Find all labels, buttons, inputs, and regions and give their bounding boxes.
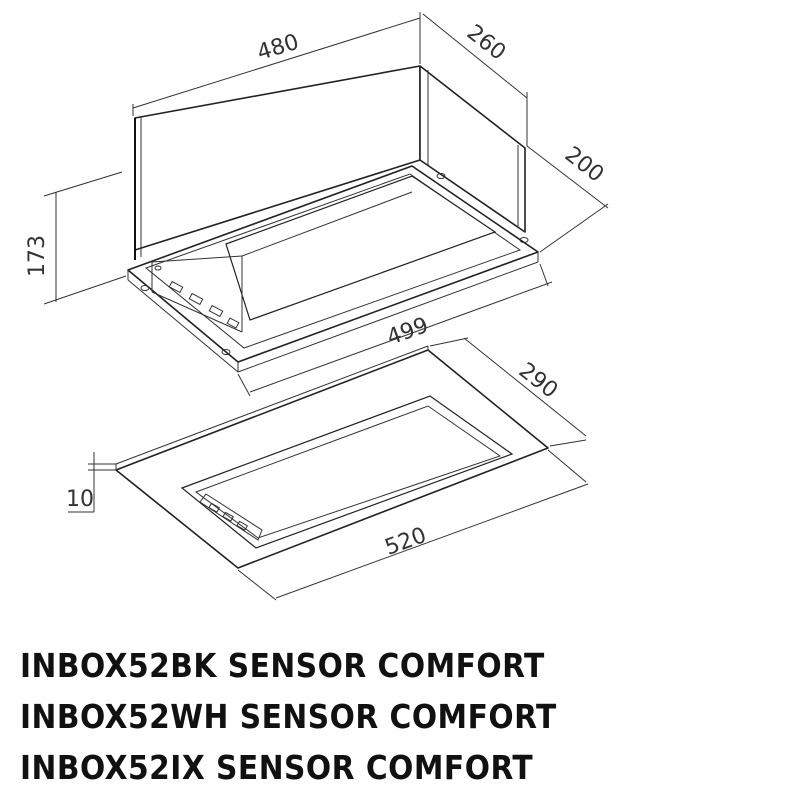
connector-slot [168,280,184,294]
dimension-lines [43,12,609,601]
model-list: INBOX52BK SENSOR COMFORT INBOX52WH SENSO… [20,640,780,793]
housing-right-wall [419,65,526,233]
dim-height-right: 200 [560,142,608,188]
connector-slot [226,317,240,329]
mounting-hole [140,285,150,291]
connector-slot [208,304,224,318]
hood-housing [127,65,539,373]
hood-front-panel [115,345,549,569]
connector-slot [188,292,204,306]
dim-height-left: 173 [25,235,50,277]
front-panel-recess [180,395,514,549]
dim-width-flange: 499 [384,313,432,351]
model-name-wh: INBOX52WH SENSOR COMFORT [20,697,557,736]
mounting-hole [436,173,446,179]
dim-panel-thickness: 10 [66,487,94,512]
dim-width-top: 480 [254,30,301,66]
model-name-ix: INBOX52IX SENSOR COMFORT [20,748,534,787]
model-name-bk: INBOX52BK SENSOR COMFORT [20,646,545,685]
hood-dimension-drawing: 480 260 200 173 499 290 10 520 [25,12,609,601]
dim-width-panel: 520 [382,523,430,561]
mounting-hole [154,265,162,271]
mounting-hole [221,349,231,355]
mounting-hole [519,237,529,243]
light-bar [199,493,263,541]
dim-depth-top: 260 [462,20,510,66]
